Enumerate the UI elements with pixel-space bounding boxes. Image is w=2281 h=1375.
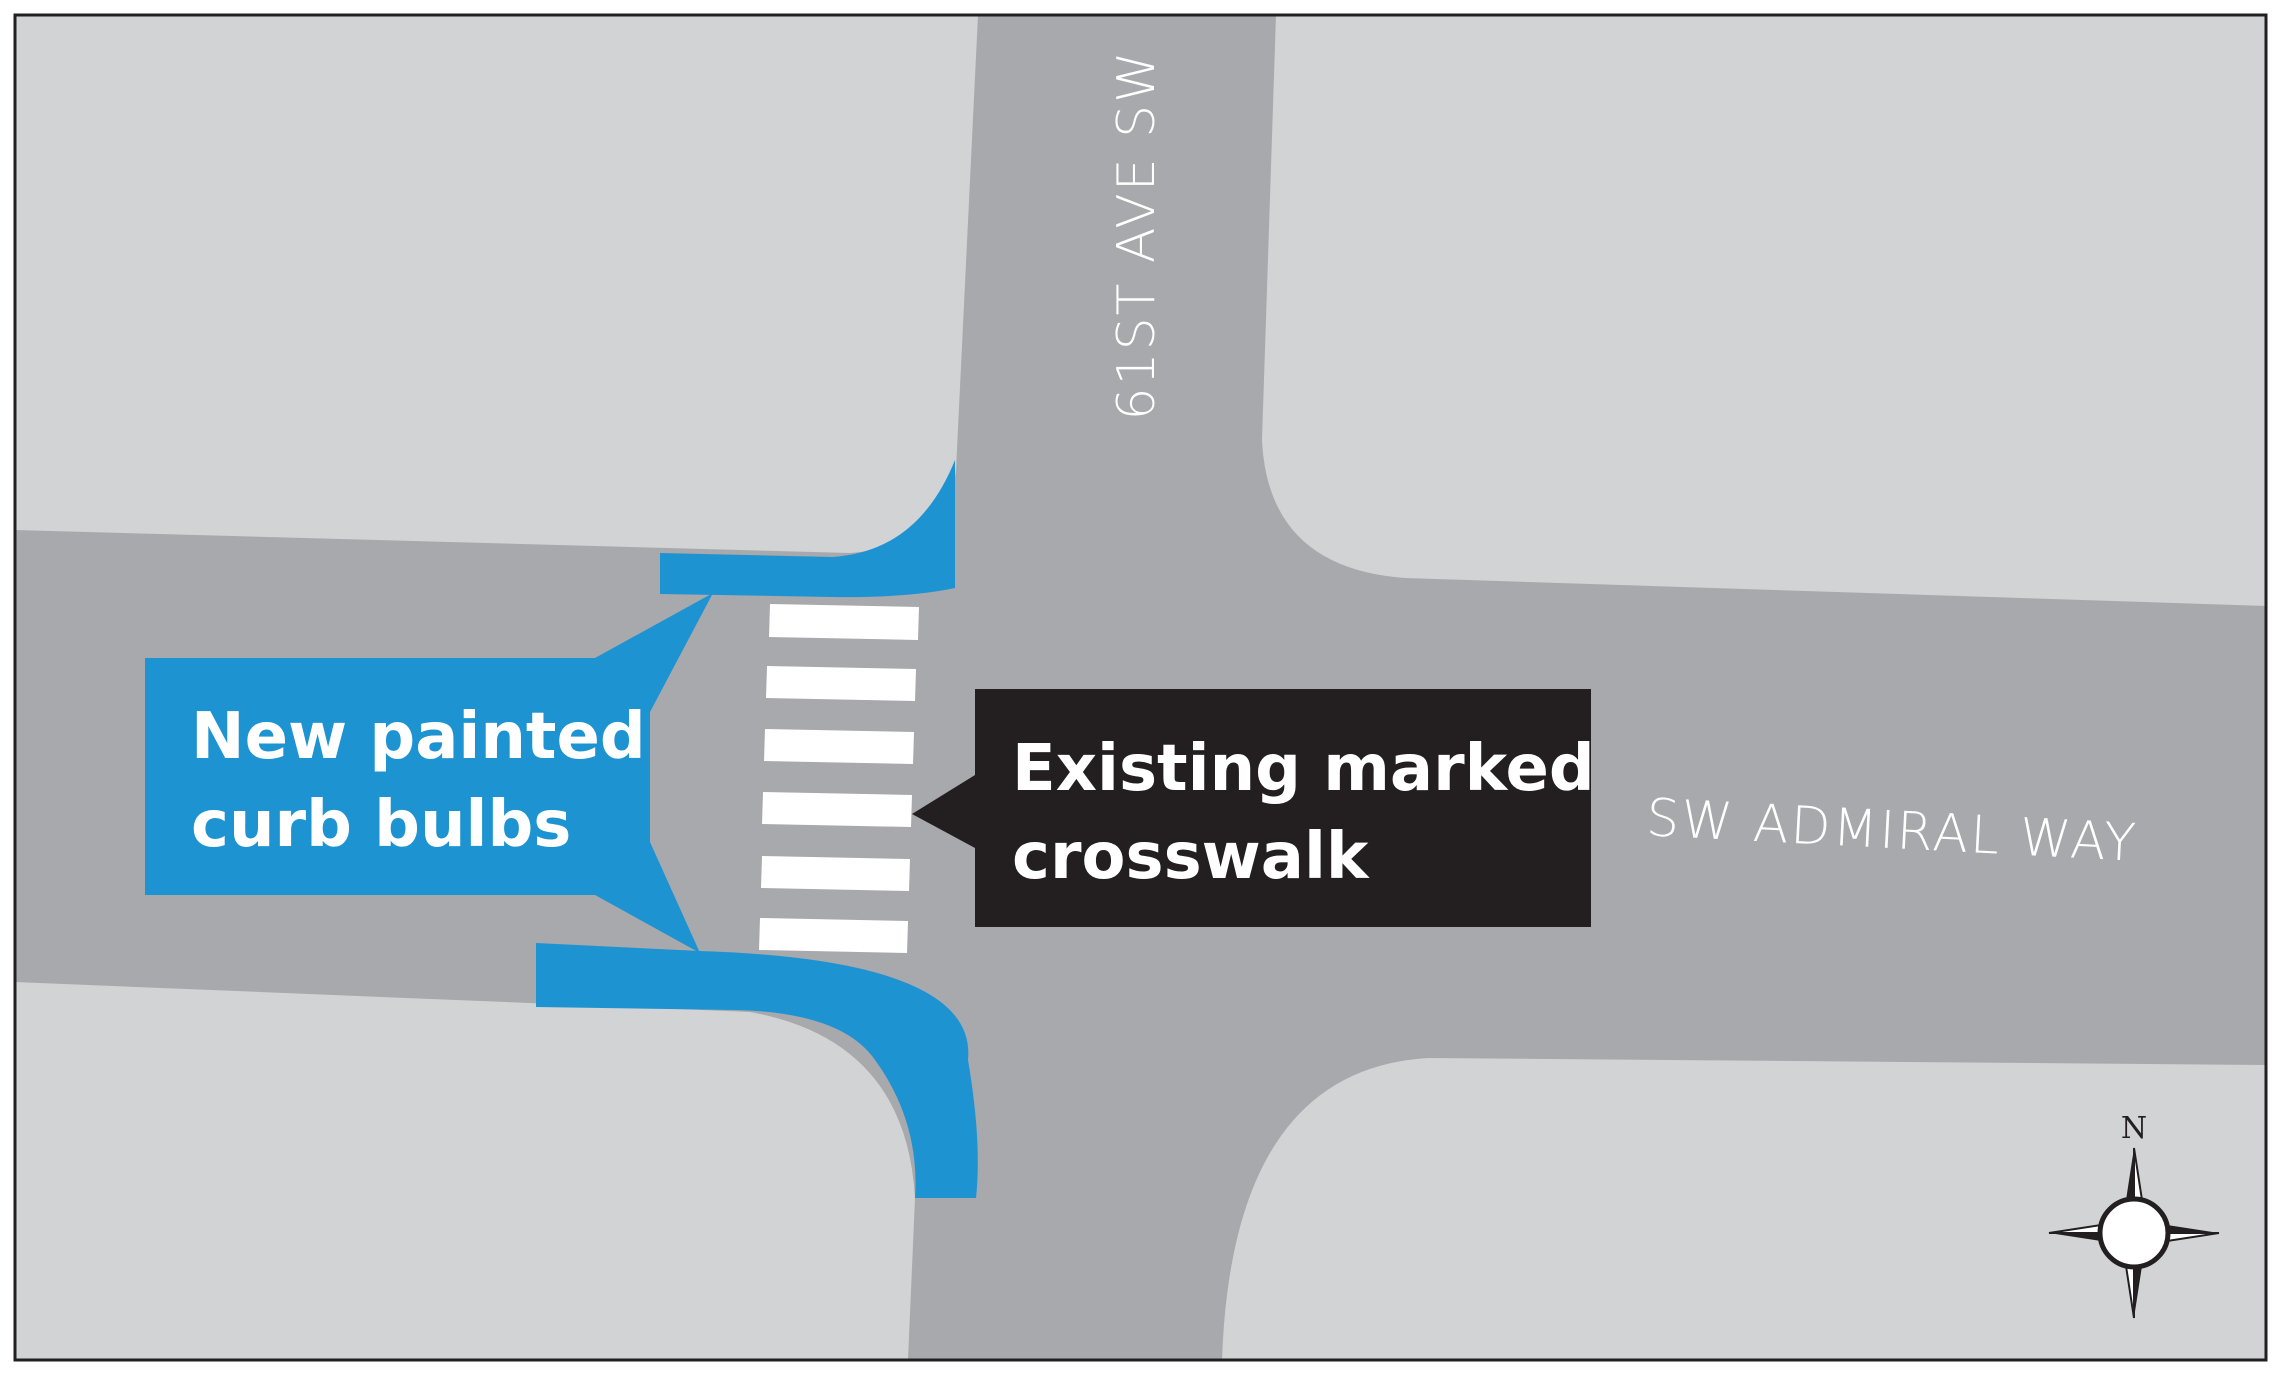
callout-curb-bulbs-line2: curb bulbs xyxy=(191,788,571,862)
north-label: N xyxy=(2121,1111,2147,1146)
block-southeast xyxy=(1222,1058,2266,1360)
callout-crosswalk-line2: crosswalk xyxy=(1012,820,1370,894)
block-southwest xyxy=(15,982,915,1360)
callout-curb-bulbs-line1: New painted xyxy=(191,700,646,774)
map-frame xyxy=(13,13,2268,1362)
crosswalk-stripe xyxy=(769,604,919,640)
street-name-61st-ave: 61ST AVE SW xyxy=(1107,49,1167,420)
crosswalk-stripe xyxy=(764,729,914,764)
callout-crosswalk-line1: Existing marked xyxy=(1012,732,1595,806)
crosswalk-stripe xyxy=(761,856,910,891)
block-northwest xyxy=(15,15,978,553)
callout-crosswalk-box xyxy=(912,689,1591,927)
block-northeast xyxy=(1262,15,2266,606)
callout-curb-bulbs-box xyxy=(145,593,713,953)
curb-bulb-south xyxy=(536,943,978,1198)
compass-rose-icon: N xyxy=(2048,1111,2220,1319)
callout-curb-bulbs: New painted curb bulbs xyxy=(145,593,713,953)
curb-bulb-north xyxy=(660,460,955,598)
crosswalk-stripe xyxy=(762,792,912,827)
crosswalk-stripes xyxy=(759,604,919,953)
crosswalk-stripe xyxy=(759,918,908,953)
crosswalk-stripe xyxy=(766,666,916,701)
callout-crosswalk: Existing marked crosswalk xyxy=(912,689,1595,927)
